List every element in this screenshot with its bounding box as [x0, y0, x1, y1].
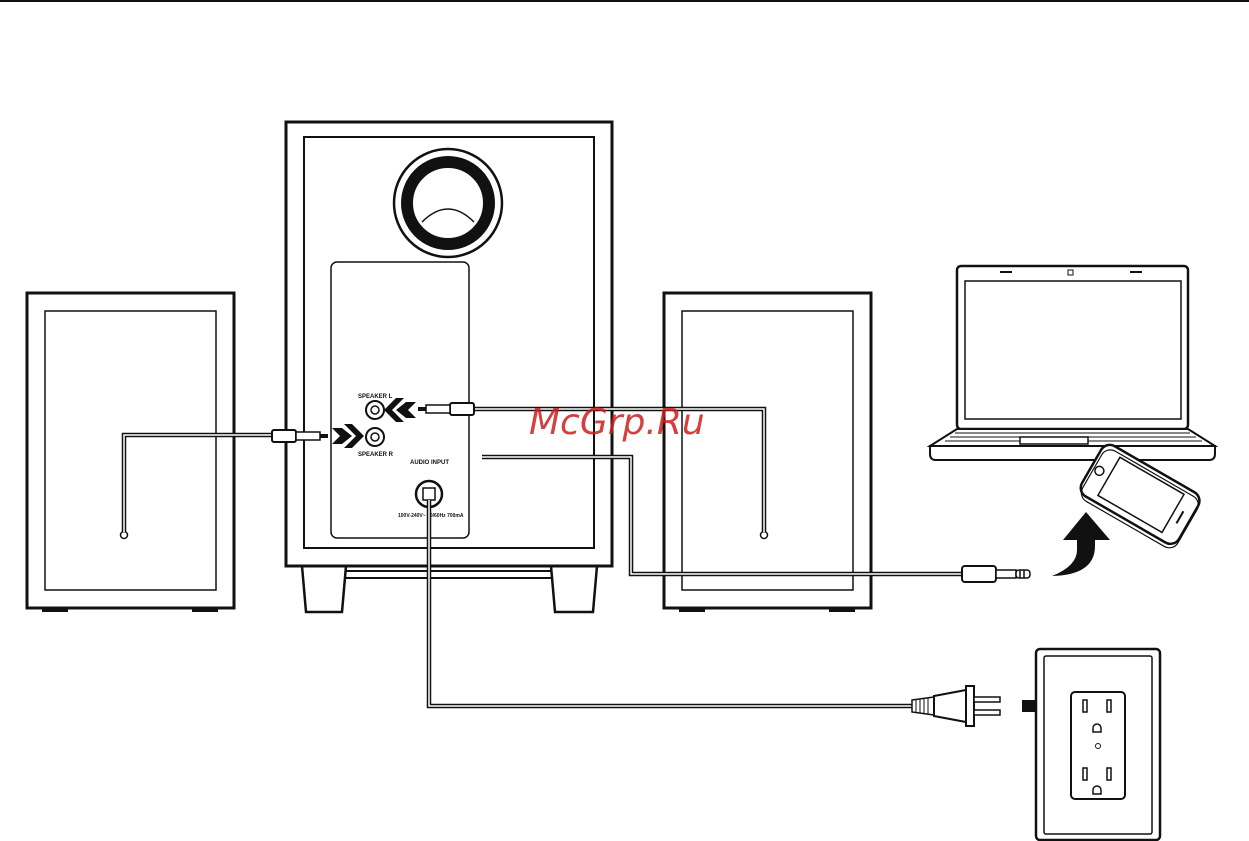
curved-arrow-up-icon — [1052, 512, 1110, 576]
right-satellite-speaker — [664, 293, 871, 612]
bass-port — [394, 149, 502, 257]
subwoofer: SPEAKER L SPEAKER R AUDIO INPUT 100V-240… — [286, 122, 612, 612]
watermark: McGrp.Ru — [529, 402, 705, 443]
wall-outlet — [1036, 649, 1160, 840]
left-satellite-speaker — [27, 293, 234, 612]
audio-input-label: AUDIO INPUT — [410, 460, 449, 466]
speaker-l-label: SPEAKER L — [358, 394, 393, 400]
speaker-r-label: SPEAKER R — [358, 452, 394, 458]
laptop — [930, 266, 1215, 460]
power-plug — [934, 686, 1000, 726]
